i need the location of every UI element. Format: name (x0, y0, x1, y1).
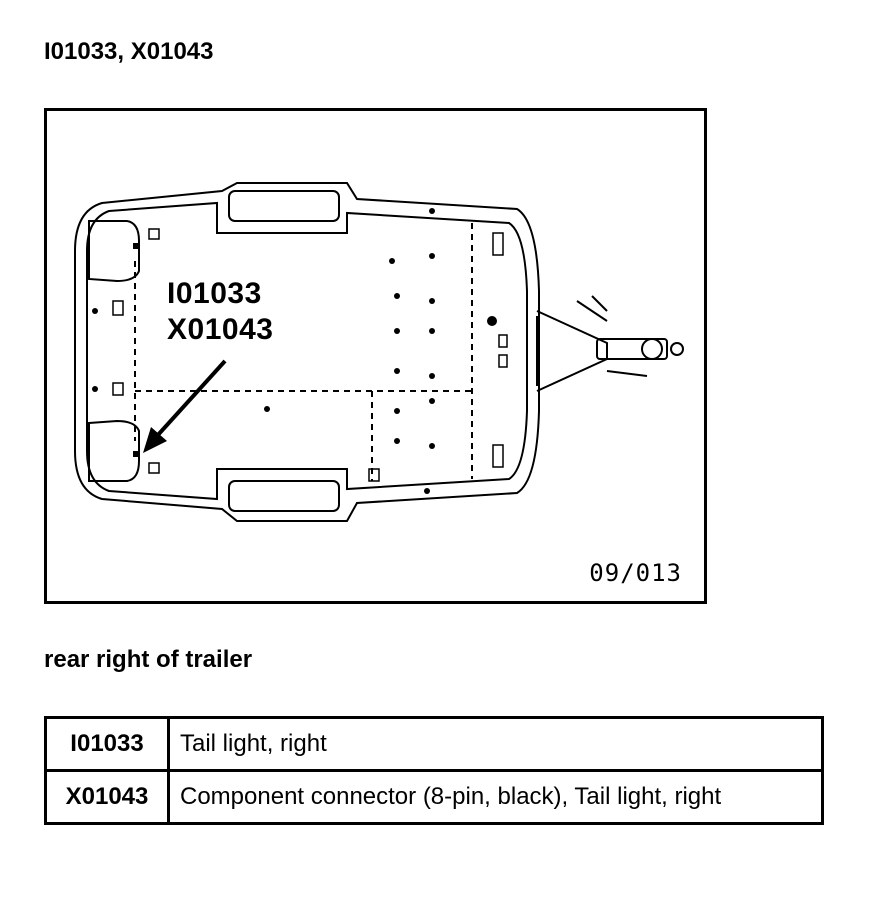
callout-line-2: X01043 (167, 313, 274, 346)
legend-table: I01033 Tail light, right X01043 Componen… (44, 716, 824, 825)
trailer-inner-outline (86, 201, 528, 501)
wheel-arch-bottom (228, 480, 340, 512)
component-code: X01043 (44, 769, 170, 825)
location-caption: rear right of trailer (44, 646, 253, 673)
wheel-arch-top (228, 190, 340, 222)
callout-label: I01033 X01043 (167, 276, 273, 348)
trailer-diagram: I01033 X01043 09/013 (44, 108, 707, 604)
drawbar (536, 310, 608, 392)
rear-light-housing-left (88, 220, 140, 283)
callout-line-1: I01033 (167, 277, 262, 310)
component-description: Component connector (8-pin, black), Tail… (167, 769, 824, 825)
table-row: X01043 Component connector (8-pin, black… (44, 769, 824, 825)
trailer-outline (74, 182, 540, 522)
component-description: Tail light, right (167, 716, 824, 772)
figure-code: 09/013 (589, 559, 682, 587)
fixture-dots (92, 208, 497, 494)
trailer-drawing (74, 182, 684, 522)
hitch-coupling (596, 338, 668, 360)
frame-dashed-lines (134, 223, 473, 481)
fixture-boxes (112, 228, 508, 482)
table-row: I01033 Tail light, right (44, 716, 824, 772)
page-heading: I01033, X01043 (44, 38, 214, 65)
callout-arrow-line (155, 359, 227, 438)
component-code: I01033 (44, 716, 170, 772)
callout-arrowhead (143, 427, 167, 453)
rear-light-housing-right (88, 419, 140, 482)
